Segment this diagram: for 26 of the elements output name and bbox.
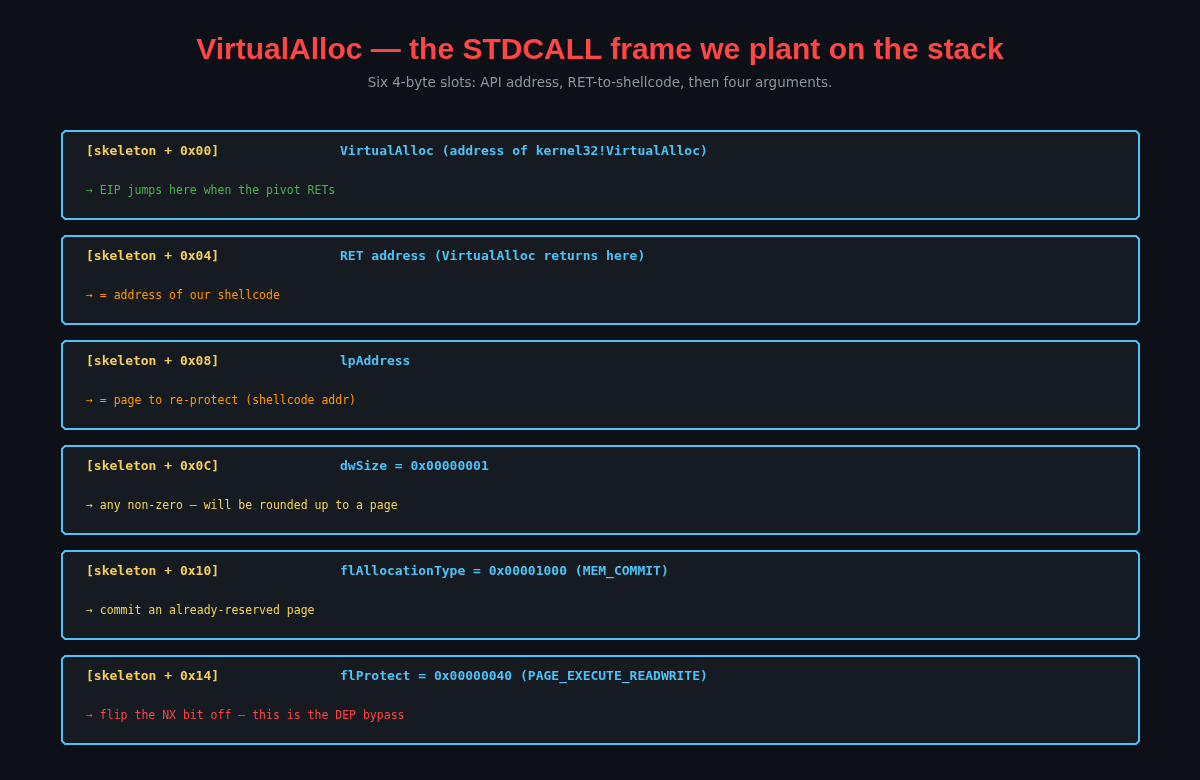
slot-note: → flip the NX bit off — this is the DEP bypass [86,708,405,722]
stack-slot-panel [61,445,1140,535]
slot-offset: [skeleton + 0x08] [86,353,220,369]
slot-value: lpAddress [340,353,411,369]
slot-note: → = address of our shellcode [86,288,280,302]
stack-slot-panel [61,550,1140,640]
slot-note: → EIP jumps here when the pivot RETs [86,183,336,197]
slot-note: → commit an already-reserved page [86,603,315,617]
slot-offset: [skeleton + 0x00] [86,143,220,159]
diagram-subtitle: Six 4-byte slots: API address, RET-to-shellcode, then four arguments. [367,73,833,91]
slot-note: → = page to re-protect (shellcode addr) [86,393,357,407]
stack-slot-panel [61,235,1140,325]
slot-offset: [skeleton + 0x14] [86,668,220,684]
slot-value: flAllocationType = 0x00001000 (MEM_COMMIT) [340,563,669,579]
slot-offset: [skeleton + 0x10] [86,563,220,579]
slot-note: → any non-zero — will be rounded up to a page [86,498,398,512]
slot-value: flProtect = 0x00000040 (PAGE_EXECUTE_READWRITE) [340,668,708,684]
diagram-title: VirtualAlloc — the STDCALL frame we plant on the stack [196,31,1004,67]
slot-value: RET address (VirtualAlloc returns here) [340,248,646,264]
stack-slot-panel [61,340,1140,430]
slot-offset: [skeleton + 0x04] [86,248,220,264]
slot-value: dwSize = 0x00000001 [340,458,489,474]
slot-value: VirtualAlloc (address of kernel32!VirtualAlloc) [340,143,708,159]
slot-offset: [skeleton + 0x0C] [86,458,220,474]
stack-slot-panel [61,130,1140,220]
stack-slot-panel [61,655,1140,745]
